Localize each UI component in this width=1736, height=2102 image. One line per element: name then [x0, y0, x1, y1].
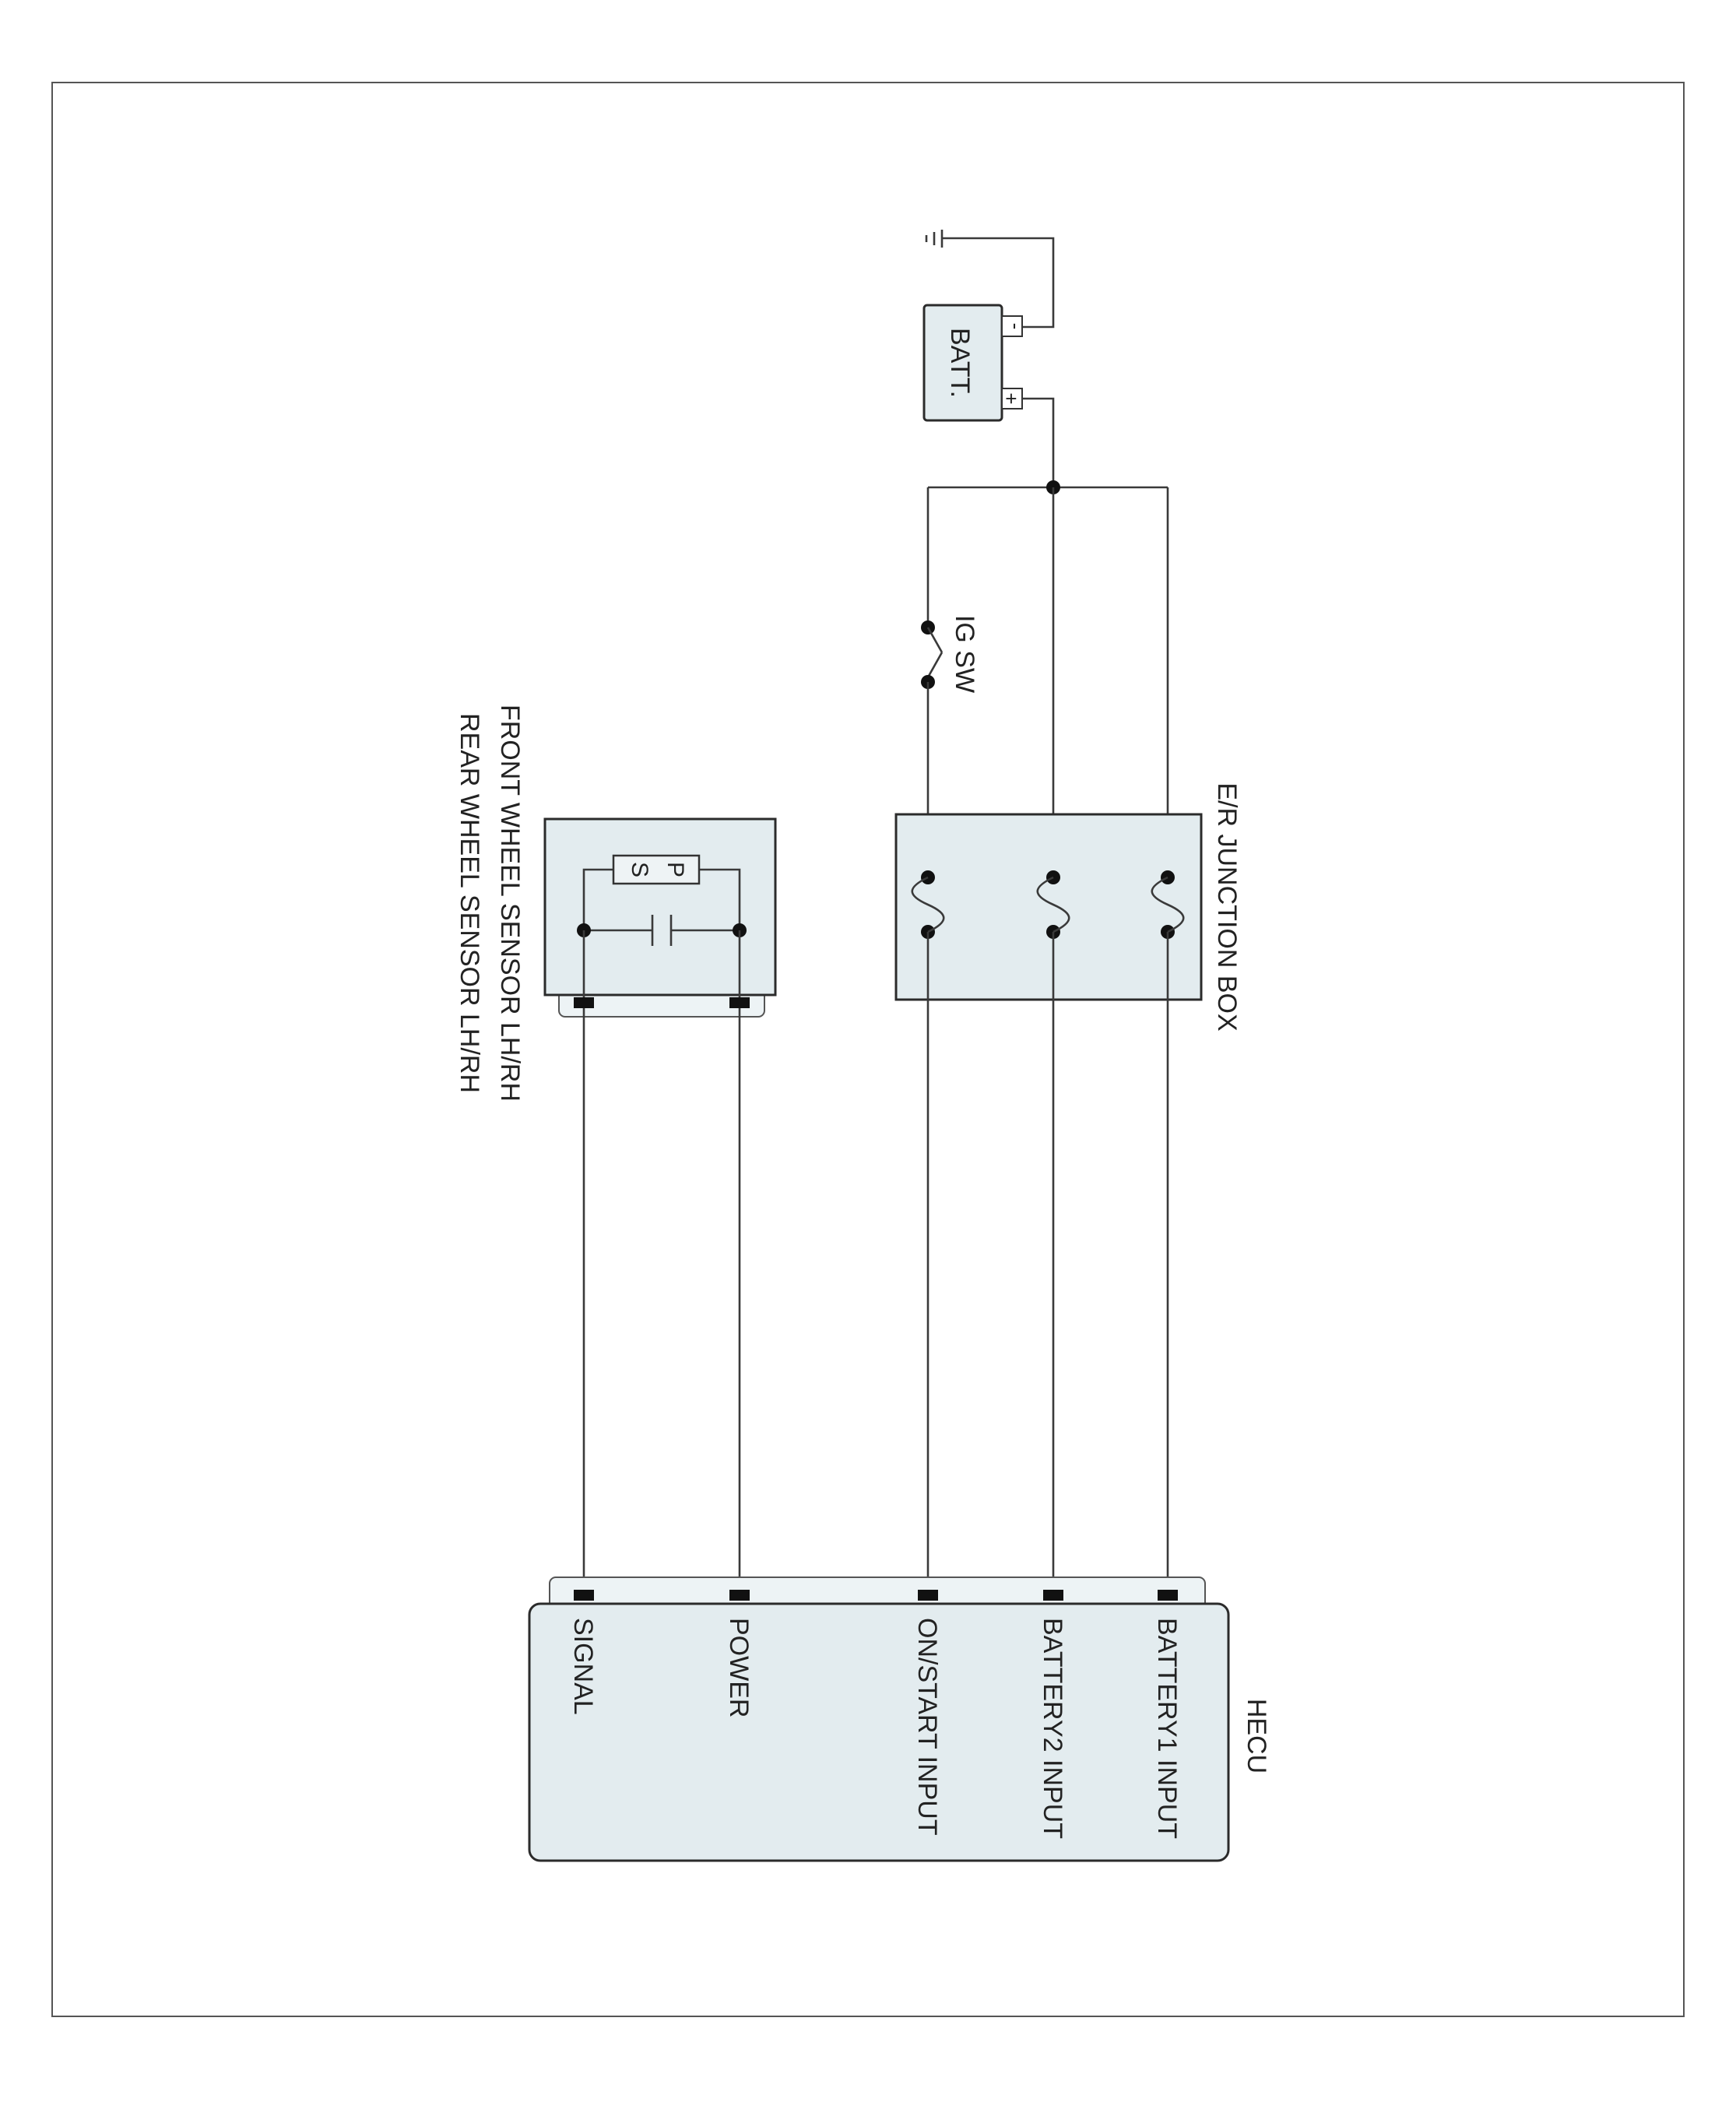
capacitor-icon	[651, 915, 673, 946]
wheel-sensor: P S	[543, 817, 777, 1018]
diagram-frame	[51, 82, 1685, 2017]
hecu-body	[528, 1602, 1230, 1862]
sensor-label-rear: REAR WHEEL SENSOR LH/RH	[455, 713, 484, 1093]
hecu-pin-battery2	[1043, 1590, 1063, 1601]
sensor-p-label: P	[662, 862, 688, 877]
hecu: HECU BATTERY1 INPUT BATTERY2 INPUT ON/ST…	[528, 1576, 1271, 1862]
ig-switch-label: IG SW	[950, 615, 979, 693]
battery-negative-sign: -	[1004, 323, 1028, 330]
hecu-label: HECU	[1242, 1699, 1271, 1773]
battery: BATT. - +	[922, 304, 1028, 422]
hecu-pin-label-battery2: BATTERY2 INPUT	[1038, 1618, 1067, 1839]
hecu-pin-battery1	[1158, 1590, 1178, 1601]
sensor-pin-signal	[574, 997, 594, 1008]
hecu-pin-label-signal: SIGNAL	[568, 1618, 598, 1715]
hecu-pin-label-battery1: BATTERY1 INPUT	[1152, 1618, 1182, 1839]
hecu-pin-power	[729, 1590, 750, 1601]
ground-icon	[925, 230, 944, 248]
junction-box: E/R JUNCTION BOX	[894, 782, 1242, 1032]
sensor-internal-wire-s	[582, 868, 613, 930]
sensor-element	[612, 854, 701, 885]
junction-box-label: E/R JUNCTION BOX	[1212, 782, 1242, 1031]
sensor-pin-power	[729, 997, 750, 1008]
battery-label: BATT.	[945, 328, 975, 398]
junction-box-body	[894, 813, 1203, 1001]
hecu-pin-label-power: POWER	[724, 1618, 754, 1717]
hecu-pin-signal	[574, 1590, 594, 1601]
ig-switch-lever	[926, 627, 944, 653]
ig-switch-lever-2	[926, 652, 944, 678]
sensor-internal-wire-p	[699, 868, 741, 930]
sensor-s-label: S	[627, 862, 652, 877]
hecu-pin-label-on-start: ON/START INPUT	[912, 1618, 942, 1836]
sensor-label-front: FRONT WHEEL SENSOR LH/RH	[495, 705, 525, 1102]
battery-negative-terminal	[1001, 315, 1023, 337]
hecu-pin-on-start	[918, 1590, 938, 1601]
battery-positive-sign: +	[1000, 392, 1023, 404]
battery-body	[922, 304, 1003, 422]
ground-wire	[942, 237, 1055, 329]
sensor-body	[543, 817, 777, 997]
battery-positive-wire	[1022, 397, 1055, 487]
